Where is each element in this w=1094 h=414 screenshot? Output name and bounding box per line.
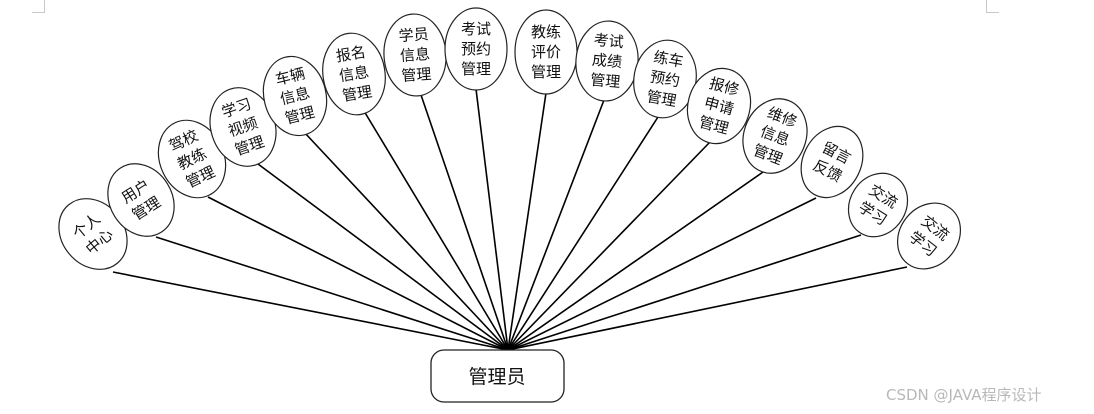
edge-line <box>112 271 509 351</box>
leaf-ellipse <box>107 163 175 237</box>
leaf-ellipse <box>847 172 909 238</box>
leaf-label-line: 管理 <box>461 60 491 78</box>
leaf-label-line: 管理 <box>645 87 678 110</box>
leaf-ellipse <box>896 202 962 270</box>
leaf-label-line: 考试 <box>593 31 624 52</box>
leaf-label-line: 考试 <box>461 20 491 38</box>
leaf-label-line: 管理 <box>341 83 373 105</box>
edge-line <box>507 171 764 351</box>
leaf-label-line: 信息 <box>399 45 430 65</box>
edge-line <box>507 234 862 351</box>
leaf-ellipse <box>742 98 808 174</box>
edge-line <box>363 110 509 351</box>
edge-line <box>475 88 509 351</box>
leaf-label-line: 管理 <box>401 65 432 85</box>
leaf-label-line: 学员 <box>398 25 429 45</box>
leaf-label-line: 报名 <box>335 43 367 65</box>
leaf-ellipse <box>686 67 752 145</box>
leaf-label-line: 练车 <box>652 48 685 71</box>
watermark-text: CSDN @JAVA程序设计 <box>886 386 1042 404</box>
edge-line <box>155 236 509 351</box>
root-node: 管理员 <box>430 349 565 403</box>
tree-edges <box>112 88 908 351</box>
leaf-label-line: 信息 <box>338 63 370 85</box>
edge-line <box>507 266 908 351</box>
leaf-label-line: 评价 <box>531 43 561 61</box>
leaf-label-line: 管理 <box>590 71 621 92</box>
page-corner-mark-left <box>32 0 45 13</box>
leaf-ellipse <box>262 55 328 137</box>
leaf-label-line: 成绩 <box>591 51 622 72</box>
edge-line <box>303 131 509 351</box>
leaf-label-line: 教练 <box>531 23 561 41</box>
leaf-label-line: 管理 <box>531 63 561 81</box>
edge-line <box>507 116 659 351</box>
leaf-ellipse <box>800 125 864 199</box>
edge-line <box>207 196 509 351</box>
edge-line <box>257 163 509 351</box>
page-corner-mark-right <box>986 0 999 13</box>
root-label: 管理员 <box>468 366 525 388</box>
edge-line <box>507 197 817 351</box>
edge-line <box>507 141 711 351</box>
leaf-ellipse <box>444 7 508 91</box>
edge-line <box>507 92 547 351</box>
root-box <box>430 349 565 403</box>
leaf-nodes: 个人中心用户管理驾校教练管理学习视频管理车辆信息管理报名信息管理学员信息管理考试… <box>58 7 962 270</box>
leaf-label-line: 预约 <box>649 68 682 91</box>
edge-line <box>419 91 509 351</box>
edge-line <box>507 99 605 351</box>
leaf-ellipse <box>322 32 386 116</box>
leaf-label-line: 预约 <box>461 40 491 58</box>
